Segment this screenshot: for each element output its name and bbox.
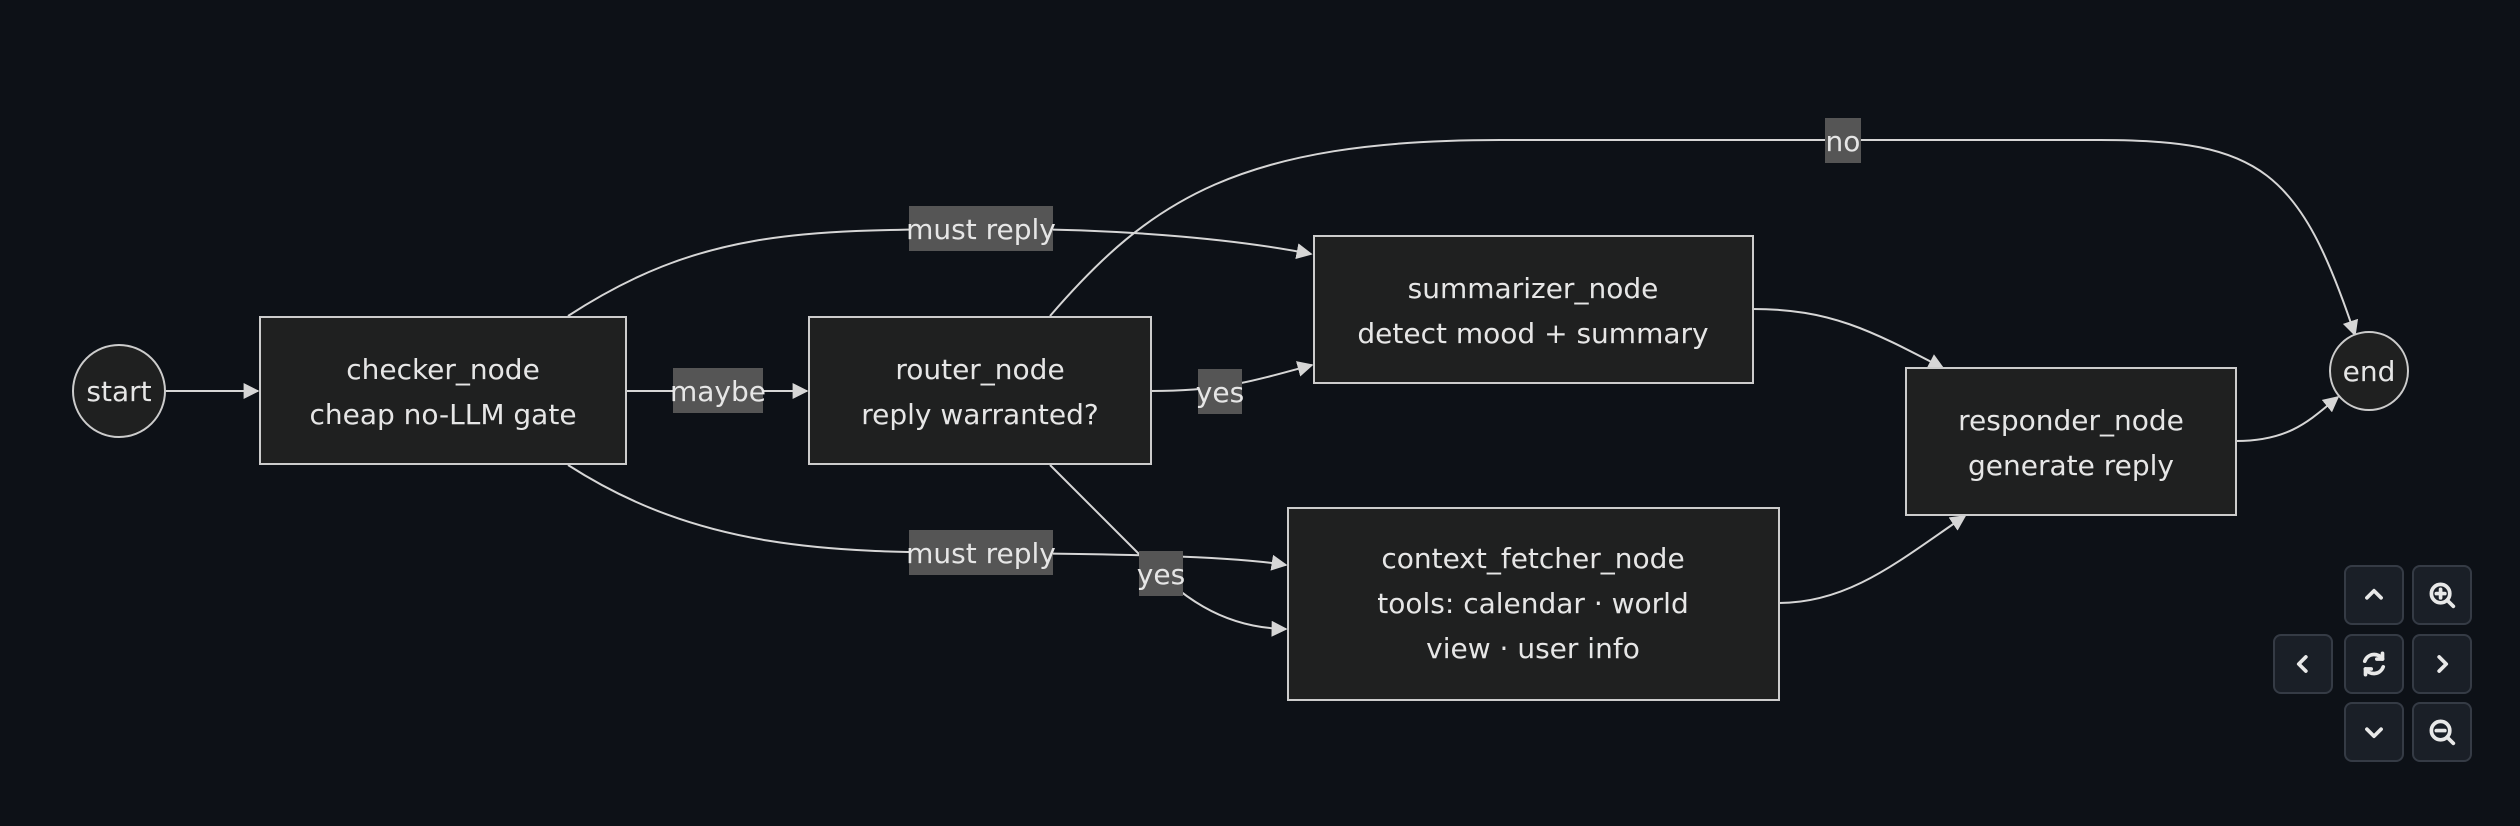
node-summarizer-title: summarizer_node xyxy=(1408,272,1659,305)
node-responder-title: responder_node xyxy=(1958,404,2184,437)
edge-label-must-reply-top: must reply xyxy=(906,206,1056,251)
node-context-fetcher-line2: tools: calendar · world xyxy=(1377,587,1689,620)
edge-router-to-end xyxy=(1049,139,2359,337)
chevron-right-icon xyxy=(2437,655,2449,673)
edge-summarizer-to-responder xyxy=(1752,308,1945,369)
node-checker-subtitle: cheap no-LLM gate xyxy=(309,398,576,431)
zoom-in-icon xyxy=(2429,582,2456,609)
chevron-up-icon xyxy=(2365,588,2383,600)
edge-label-must-reply-bottom: must reply xyxy=(906,530,1056,575)
svg-text:must reply: must reply xyxy=(906,213,1056,246)
refresh-icon xyxy=(2362,651,2386,677)
node-end[interactable]: end xyxy=(2329,331,2409,411)
svg-text:no: no xyxy=(1826,125,1861,158)
svg-text:yes: yes xyxy=(1137,558,1185,591)
edge-label-no: no xyxy=(1825,118,1861,163)
node-summarizer-subtitle: detect mood + summary xyxy=(1357,317,1708,350)
svg-text:must reply: must reply xyxy=(906,537,1056,570)
node-start[interactable]: start xyxy=(72,344,166,438)
chevron-down-icon xyxy=(2365,727,2383,739)
edge-label-yes-summarizer: yes xyxy=(1196,369,1244,414)
edge-router-to-context-fetcher xyxy=(1049,464,1288,637)
node-checker-title: checker_node xyxy=(346,353,540,386)
node-router-title: router_node xyxy=(895,353,1064,386)
zoom-out-icon xyxy=(2429,719,2456,746)
edge-responder-to-end xyxy=(2235,395,2340,442)
node-router[interactable]: router_node reply warranted? xyxy=(808,316,1152,465)
node-router-subtitle: reply warranted? xyxy=(861,398,1098,431)
reset-view-button[interactable] xyxy=(2344,634,2404,694)
node-context-fetcher[interactable]: context_fetcher_node tools: calendar · w… xyxy=(1287,507,1780,701)
node-responder-subtitle: generate reply xyxy=(1968,449,2174,482)
edge-context-fetcher-to-responder xyxy=(1778,515,1967,604)
zoom-in-button[interactable] xyxy=(2412,565,2472,625)
chevron-left-icon xyxy=(2296,655,2308,673)
node-start-label: start xyxy=(86,375,151,408)
svg-text:maybe: maybe xyxy=(670,375,766,408)
pan-left-button[interactable] xyxy=(2273,634,2333,694)
edge-label-maybe: maybe xyxy=(670,368,766,413)
edge-label-yes-context-fetcher: yes xyxy=(1137,551,1185,596)
node-checker[interactable]: checker_node cheap no-LLM gate xyxy=(259,316,627,465)
pan-down-button[interactable] xyxy=(2344,702,2404,762)
node-context-fetcher-line3: view · user info xyxy=(1426,632,1640,665)
zoom-out-button[interactable] xyxy=(2412,702,2472,762)
node-context-fetcher-title: context_fetcher_node xyxy=(1381,542,1684,575)
node-summarizer[interactable]: summarizer_node detect mood + summary xyxy=(1313,235,1754,384)
node-end-label: end xyxy=(2343,355,2396,388)
svg-text:yes: yes xyxy=(1196,376,1244,409)
pan-right-button[interactable] xyxy=(2412,634,2472,694)
pan-up-button[interactable] xyxy=(2344,565,2404,625)
node-responder[interactable]: responder_node generate reply xyxy=(1905,367,2237,516)
